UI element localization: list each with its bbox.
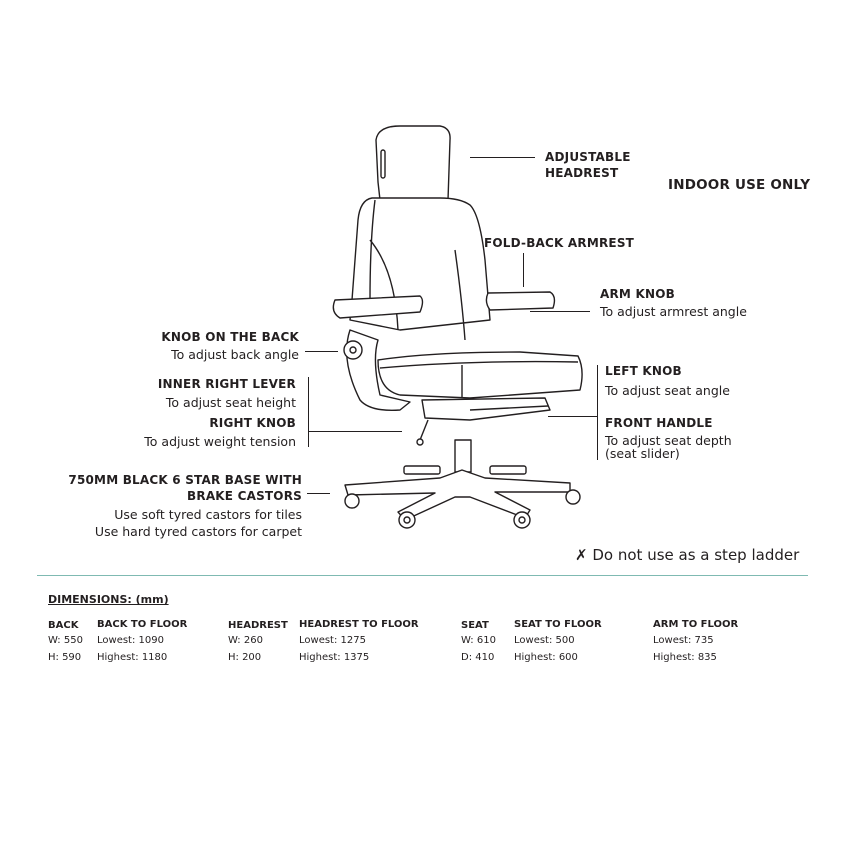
seat-to-floor-header: SEAT TO FLOOR bbox=[514, 619, 602, 630]
back-to-floor-highest: Highest: 1180 bbox=[97, 652, 168, 663]
seat-header: SEAT bbox=[461, 620, 489, 631]
base-desc: Use soft tyred castors for tiles Use har… bbox=[95, 506, 302, 540]
arm-to-floor-header: ARM TO FLOOR bbox=[653, 619, 739, 630]
seat-depth: D: 410 bbox=[461, 652, 495, 663]
cross-icon: ✗ bbox=[575, 546, 588, 564]
back-header: BACK bbox=[48, 620, 79, 631]
lever-bracket-line bbox=[308, 377, 309, 447]
arm-knob-desc: To adjust armrest angle bbox=[600, 304, 747, 319]
headrest-to-floor-highest: Highest: 1375 bbox=[299, 652, 370, 663]
left-knob-desc: To adjust seat angle bbox=[605, 383, 730, 398]
right-knob-title: RIGHT KNOB bbox=[209, 416, 296, 430]
headrest-label: ADJUSTABLE HEADREST bbox=[545, 149, 631, 181]
arm-knob-leader-line bbox=[530, 311, 590, 312]
base-desc-2: Use hard tyred castors for carpet bbox=[94, 524, 302, 539]
armrest-leader-line bbox=[523, 253, 524, 287]
warning-text: Do not use as a step ladder bbox=[592, 546, 800, 564]
base-title-1: 750MM BLACK 6 STAR BASE WITH bbox=[68, 473, 302, 487]
base-title: 750MM BLACK 6 STAR BASE WITH BRAKE CASTO… bbox=[68, 472, 302, 504]
inner-lever-desc: To adjust seat height bbox=[165, 395, 296, 410]
base-title-2: BRAKE CASTORS bbox=[187, 489, 302, 503]
base-desc-1: Use soft tyred castors for tiles bbox=[114, 507, 302, 522]
headrest-to-floor-header: HEADREST TO FLOOR bbox=[299, 619, 419, 630]
front-handle-desc-1: To adjust seat depth bbox=[605, 433, 732, 448]
seat-to-floor-highest: Highest: 600 bbox=[514, 652, 578, 663]
front-handle-leader-line bbox=[548, 416, 597, 417]
headrest-to-floor-lowest: Lowest: 1275 bbox=[299, 635, 366, 646]
back-height: H: 590 bbox=[48, 652, 82, 663]
back-knob-desc: To adjust back angle bbox=[171, 347, 299, 362]
headrest-title-1: ADJUSTABLE bbox=[545, 150, 631, 164]
back-to-floor-header: BACK TO FLOOR bbox=[97, 619, 188, 630]
section-divider bbox=[37, 575, 808, 576]
left-knob-bracket-line bbox=[597, 365, 598, 460]
base-leader-line bbox=[307, 493, 330, 494]
front-handle-title: FRONT HANDLE bbox=[605, 416, 713, 430]
headrest-height: H: 200 bbox=[228, 652, 262, 663]
indoor-use-only: INDOOR USE ONLY bbox=[668, 177, 811, 193]
back-to-floor-lowest: Lowest: 1090 bbox=[97, 635, 164, 646]
arm-to-floor-lowest: Lowest: 735 bbox=[653, 635, 714, 646]
inner-lever-title: INNER RIGHT LEVER bbox=[157, 377, 296, 391]
step-ladder-warning: ✗ Do not use as a step ladder bbox=[575, 546, 799, 564]
right-knob-desc: To adjust weight tension bbox=[144, 434, 296, 449]
back-knob-leader-line bbox=[305, 351, 338, 352]
headrest-width: W: 260 bbox=[228, 635, 263, 646]
headrest-title-2: HEADREST bbox=[545, 166, 619, 180]
seat-to-floor-lowest: Lowest: 500 bbox=[514, 635, 575, 646]
left-knob-title: LEFT KNOB bbox=[605, 364, 682, 378]
lever-leader-line bbox=[308, 431, 402, 432]
arm-knob-title: ARM KNOB bbox=[600, 287, 675, 301]
headrest-header: HEADREST bbox=[228, 620, 288, 631]
headrest-leader-line bbox=[470, 157, 535, 158]
armrest-label: FOLD-BACK ARMREST bbox=[484, 236, 635, 250]
back-knob-title: KNOB ON THE BACK bbox=[161, 330, 299, 344]
seat-width: W: 610 bbox=[461, 635, 496, 646]
arm-to-floor-highest: Highest: 835 bbox=[653, 652, 717, 663]
front-handle-desc: To adjust seat depth (seat slider) bbox=[605, 434, 732, 460]
back-width: W: 550 bbox=[48, 635, 83, 646]
front-handle-desc-2: (seat slider) bbox=[605, 446, 680, 461]
dimensions-title: DIMENSIONS: (mm) bbox=[48, 593, 169, 606]
